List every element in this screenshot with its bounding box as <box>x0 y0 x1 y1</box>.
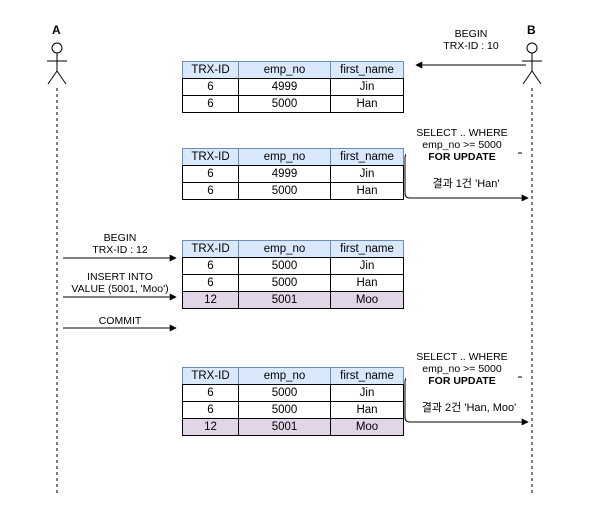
table-cell: 5000 <box>238 257 331 275</box>
actor-a-figure <box>47 42 67 85</box>
b-select1-label: SELECT .. WHERE emp_no >= 5000 FOR UPDAT… <box>406 127 518 163</box>
table-cell: 4999 <box>238 78 331 96</box>
a-begin-label: BEGIN TRX-ID : 12 <box>92 232 148 256</box>
column-header: first_name <box>330 148 404 166</box>
column-header: emp_no <box>238 367 331 385</box>
table-cell: 5000 <box>238 182 331 200</box>
b-select2-label: SELECT .. WHERE emp_no >= 5000 FOR UPDAT… <box>406 351 518 387</box>
table-cell: Han <box>330 182 404 200</box>
table-cell: 6 <box>182 165 239 183</box>
table-cell: 12 <box>182 418 239 436</box>
table-cell: 12 <box>182 291 239 309</box>
column-header: TRX-ID <box>182 367 239 385</box>
column-header: TRX-ID <box>182 61 239 79</box>
table-cell: Jin <box>330 165 404 183</box>
table-cell: 4999 <box>238 165 331 183</box>
column-header: first_name <box>330 61 404 79</box>
a-commit-label: COMMIT <box>98 315 142 327</box>
table-cell: Han <box>330 95 404 113</box>
table-cell: 6 <box>182 95 239 113</box>
table-cell: Han <box>330 401 404 419</box>
table-cell: Jin <box>330 78 404 96</box>
table-cell: 6 <box>182 257 239 275</box>
table-cell: 6 <box>182 274 239 292</box>
a-insert-label: INSERT INTO VALUE (5001, 'Moo') <box>71 271 169 295</box>
table-cell: 6 <box>182 182 239 200</box>
b-begin-label: BEGIN TRX-ID : 10 <box>443 28 499 52</box>
table-cell: 6 <box>182 384 239 402</box>
table-cell: 5000 <box>238 95 331 113</box>
b-select2-result: 결과 2건 'Han, Moo' <box>421 402 517 414</box>
table-cell: 5000 <box>238 384 331 402</box>
table-cell: 5000 <box>238 274 331 292</box>
column-header: TRX-ID <box>182 240 239 258</box>
table-cell: Moo <box>330 291 404 309</box>
table-cell: Moo <box>330 418 404 436</box>
actor-a-label: A <box>52 23 61 37</box>
column-header: emp_no <box>238 148 331 166</box>
column-header: first_name <box>330 240 404 258</box>
table-cell: Jin <box>330 257 404 275</box>
table-cell: 5000 <box>238 401 331 419</box>
column-header: emp_no <box>238 240 331 258</box>
column-header: emp_no <box>238 61 331 79</box>
actor-b-label: B <box>527 23 536 37</box>
table-cell: 5001 <box>238 291 331 309</box>
actor-b-figure <box>522 42 542 85</box>
table-cell: 6 <box>182 401 239 419</box>
table-cell: Jin <box>330 384 404 402</box>
table-cell: 5001 <box>238 418 331 436</box>
table-cell: 6 <box>182 78 239 96</box>
column-header: first_name <box>330 367 404 385</box>
table-cell: Han <box>330 274 404 292</box>
column-header: TRX-ID <box>182 148 239 166</box>
b-select1-result: 결과 1건 'Han' <box>432 178 500 190</box>
